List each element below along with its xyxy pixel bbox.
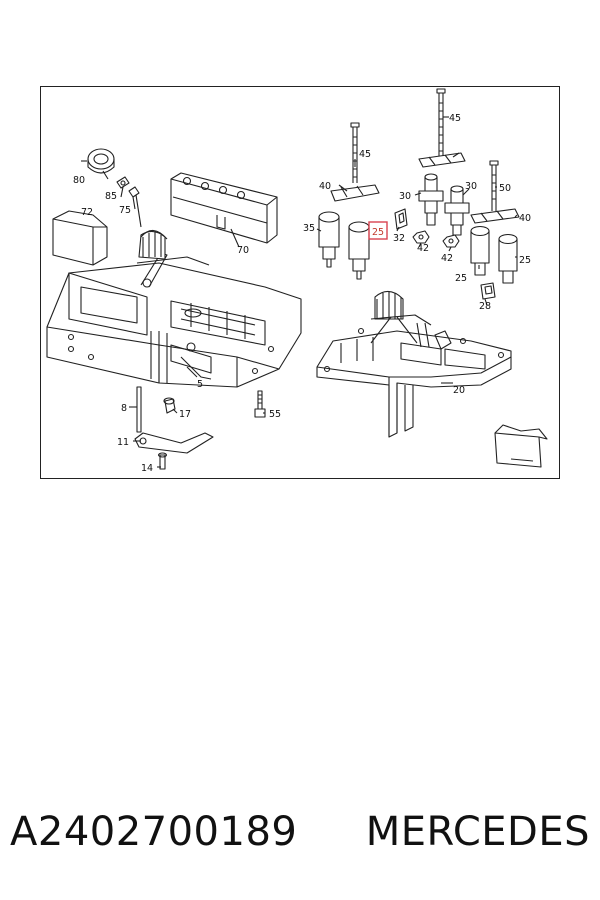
- part-14-bolt: [157, 452, 168, 470]
- part-caption: A2402700189 MERCEDES: [10, 800, 590, 864]
- callout-30-right: 30: [465, 181, 477, 192]
- part-25-solenoid-highlighted: [348, 221, 370, 280]
- part-40-plate-left: [330, 184, 380, 202]
- callout-35: 35: [303, 223, 315, 234]
- callout-20: 20: [453, 385, 465, 396]
- part-70-housing: [170, 172, 278, 244]
- callout-75: 75: [119, 205, 131, 216]
- part-35-solenoid: [318, 211, 340, 268]
- part-28-clip: [480, 282, 496, 300]
- callout-55: 55: [269, 409, 281, 420]
- callout-42-right: 42: [441, 253, 453, 264]
- part-55-screw: [254, 390, 266, 418]
- part-32-connector: [394, 208, 408, 230]
- callout-5: 5: [197, 379, 203, 390]
- callout-8: 8: [121, 403, 127, 414]
- callout-labels: 80 85 75 72 70 45 45 40 30 30 50 35 25 3…: [73, 113, 531, 474]
- callout-11: 11: [117, 437, 129, 448]
- part-number: A2402700189: [10, 809, 298, 855]
- part-30-valve-left: [418, 173, 444, 226]
- callout-25-right: 25: [519, 255, 531, 266]
- part-20-valve-body: [316, 290, 512, 438]
- callout-42-left: 42: [417, 243, 429, 254]
- left-valve-body: [46, 229, 302, 388]
- callout-25-highlighted: 25: [372, 227, 384, 238]
- part-72-cover: [52, 210, 108, 266]
- callout-50: 50: [499, 183, 511, 194]
- part-11-lever: [134, 432, 214, 454]
- part-17-fastener: [163, 397, 176, 414]
- part-40-plate-right: [470, 208, 520, 224]
- callout-85: 85: [105, 191, 117, 202]
- callout-80: 80: [73, 175, 85, 186]
- part-25-solenoid-right: [498, 233, 518, 284]
- callout-72: 72: [81, 207, 93, 218]
- part-42-nut-right: [442, 234, 460, 248]
- part-25-solenoid-middle: [470, 225, 490, 276]
- callout-70: 70: [237, 245, 249, 256]
- part-85-clip: [116, 176, 130, 189]
- callout-32: 32: [393, 233, 405, 244]
- exploded-parts-diagram: 80 85 75 72 70 45 45 40 30 30 50 35 25 3…: [40, 86, 560, 479]
- callout-17: 17: [179, 409, 191, 420]
- part-30-valve-right: [444, 185, 470, 236]
- callout-45-left: 45: [359, 149, 371, 160]
- part-45-bolt-right: [436, 88, 446, 159]
- callout-25-middle: 25: [455, 273, 467, 284]
- part-40-plate-top: [418, 152, 466, 168]
- highlight-box-25: [368, 221, 388, 240]
- part-50-bolt: [489, 160, 499, 211]
- leader-lines: [102, 116, 518, 468]
- part-75-sensor: [128, 186, 142, 228]
- callout-14: 14: [141, 463, 153, 474]
- part-8-pin: [136, 386, 142, 433]
- part-45-bolt-left: [350, 122, 360, 183]
- diagram-drawing: 80 85 75 72 70 45 45 40 30 30 50 35 25 3…: [46, 88, 548, 474]
- part-80-cap: [81, 148, 115, 174]
- callout-30-left: 30: [399, 191, 411, 202]
- callout-40-left: 40: [319, 181, 331, 192]
- callout-40-right: 40: [519, 213, 531, 224]
- callout-45-right: 45: [449, 113, 461, 124]
- callout-28: 28: [479, 301, 491, 312]
- brand-name: MERCEDES: [365, 809, 590, 855]
- part-42-nut-left: [412, 230, 430, 244]
- drawing-reference-stamp: [494, 424, 548, 468]
